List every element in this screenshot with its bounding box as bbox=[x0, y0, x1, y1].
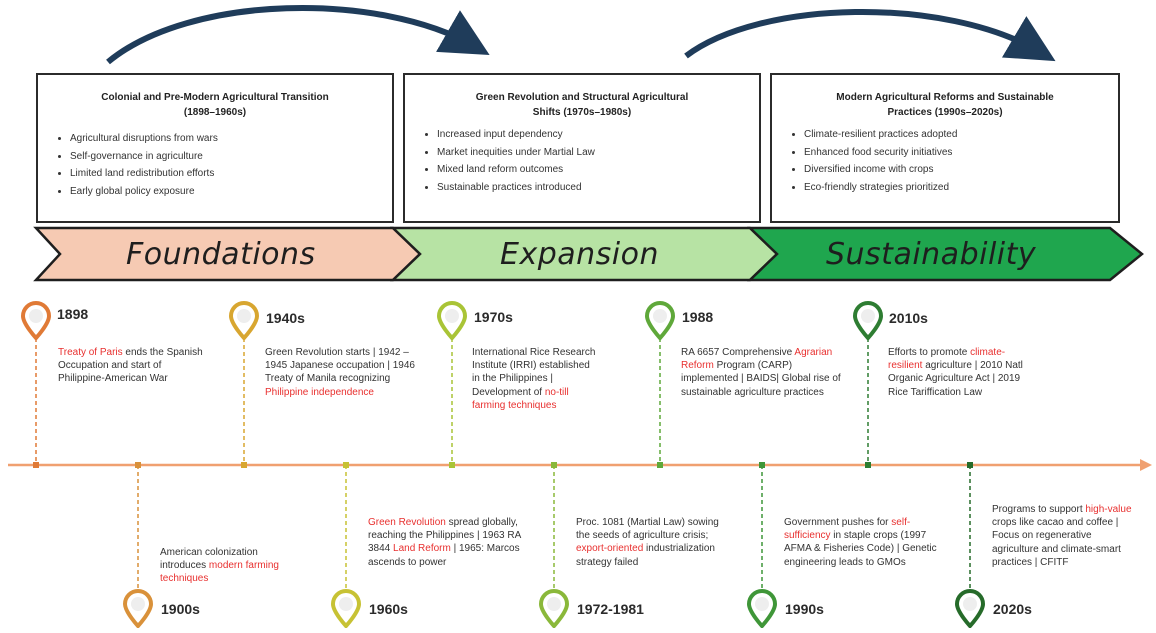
description-text: RA 6657 Comprehensive bbox=[681, 347, 795, 358]
bullet-item: Eco-friendly strategies prioritized bbox=[804, 179, 1118, 197]
timeline-dot bbox=[759, 462, 765, 468]
curved-arrow-1 bbox=[106, 5, 490, 65]
description-text: Green Revolution starts | 1942 – 1945 Ja… bbox=[265, 347, 415, 385]
phase-box-green-revolution: Green Revolution and Structural Agricult… bbox=[403, 73, 761, 223]
description-text: Government pushes for bbox=[784, 517, 892, 528]
milestone-year-1960s: 1960s bbox=[369, 601, 408, 617]
description-text: agriculture | 2010 Natl Organic Agricult… bbox=[888, 360, 1023, 398]
milestone-desc-1960s: Green Revolution spread globally, reachi… bbox=[368, 516, 533, 569]
milestone-desc-1898: Treaty of Paris ends the Spanish Occupat… bbox=[58, 346, 208, 386]
timeline-dot bbox=[449, 462, 455, 468]
milestone-desc-2010s: Efforts to promote climate-resilient agr… bbox=[888, 346, 1038, 399]
highlighted-term: Philippine independence bbox=[265, 386, 374, 398]
milestone-desc-1900s: American colonization introduces modern … bbox=[160, 546, 300, 586]
milestone-year-1898: 1898 bbox=[57, 306, 89, 322]
milestone-year-2020s: 2020s bbox=[993, 601, 1032, 617]
timeline-dot bbox=[343, 462, 349, 468]
highlighted-term: modern farming techniques bbox=[160, 560, 279, 585]
banner-label-foundations: Foundations bbox=[126, 237, 316, 272]
bullet-item: Sustainable practices introduced bbox=[437, 179, 759, 197]
milestone-desc-2020s: Programs to support high-value crops lik… bbox=[992, 503, 1132, 569]
description-text: crops like cacao and coffee | Focus on r… bbox=[992, 517, 1121, 568]
timeline-dot bbox=[657, 462, 663, 468]
phase-transition-arrows bbox=[106, 5, 1056, 65]
timeline-dot bbox=[135, 462, 141, 468]
bullet-item: Agricultural disruptions from wars bbox=[70, 130, 392, 148]
description-text: Program (CARP) implemented | BAIDS| Glob… bbox=[681, 360, 841, 398]
map-pin-icon bbox=[851, 300, 885, 345]
highlighted-term: self-sufficiency bbox=[784, 517, 911, 542]
highlighted-term: Land Reform bbox=[393, 543, 451, 555]
highlighted-term: Green Revolution bbox=[368, 517, 446, 528]
map-pin-icon bbox=[643, 300, 677, 345]
milestone-year-1988: 1988 bbox=[682, 309, 714, 325]
phase-box-colonial: Colonial and Pre-Modern Agricultural Tra… bbox=[36, 73, 394, 223]
map-pin-icon bbox=[19, 300, 53, 345]
description-text: International Rice Research Institute (I… bbox=[472, 347, 596, 398]
phase-box-bullets: Climate-resilient practices adopted Enha… bbox=[772, 126, 1118, 196]
curved-arrow-2 bbox=[684, 9, 1056, 62]
description-text: in staple crops (1997 AFMA & Fisheries C… bbox=[784, 530, 937, 568]
milestone-desc-1970s: International Rice Research Institute (I… bbox=[472, 346, 600, 412]
map-pin-icon bbox=[953, 588, 987, 633]
timeline-dot bbox=[33, 462, 39, 468]
description-text: Programs to support bbox=[992, 504, 1086, 515]
milestone-year-1900s: 1900s bbox=[161, 601, 200, 617]
description-text: Proc. 1081 (Martial Law) sowing the seed… bbox=[576, 517, 719, 542]
map-pin-icon bbox=[329, 588, 363, 633]
bullet-item: Diversified income with crops bbox=[804, 161, 1118, 179]
milestone-desc-1972-1981: Proc. 1081 (Martial Law) sowing the seed… bbox=[576, 516, 731, 569]
bullet-item: Enhanced food security initiatives bbox=[804, 144, 1118, 162]
bullet-item: Mixed land reform outcomes bbox=[437, 161, 759, 179]
phase-box-title: Colonial and Pre-Modern Agricultural Tra… bbox=[101, 92, 329, 118]
highlighted-term: Agrarian Reform bbox=[681, 347, 833, 372]
banner-label-expansion: Expansion bbox=[500, 237, 659, 272]
bullet-item: Early global policy exposure bbox=[70, 183, 392, 201]
milestone-desc-1988: RA 6657 Comprehensive Agrarian Reform Pr… bbox=[681, 346, 841, 399]
milestone-year-1940s: 1940s bbox=[266, 310, 305, 326]
map-pin-icon bbox=[745, 588, 779, 633]
description-text: Efforts to promote bbox=[888, 347, 971, 358]
banner-label-sustainability: Sustainability bbox=[826, 237, 1037, 272]
phase-box-title: Green Revolution and Structural Agricult… bbox=[475, 92, 689, 118]
milestone-desc-1990s: Government pushes for self-sufficiency i… bbox=[784, 516, 954, 569]
highlighted-term: high-value bbox=[1085, 504, 1132, 515]
map-pin-icon bbox=[537, 588, 571, 633]
phase-box-modern: Modern Agricultural Reforms and Sustaina… bbox=[770, 73, 1120, 223]
description-text: industrialization strategy failed bbox=[576, 543, 715, 568]
highlighted-term: climate-resilient bbox=[888, 347, 1006, 372]
bullet-item: Climate-resilient practices adopted bbox=[804, 126, 1118, 144]
map-pin-icon bbox=[435, 300, 469, 345]
chevron-sustainability bbox=[746, 226, 1144, 282]
timeline-arrowhead bbox=[1140, 459, 1152, 471]
bullet-item: Limited land redistribution efforts bbox=[70, 165, 392, 183]
bullet-item: Self-governance in agriculture bbox=[70, 148, 392, 166]
highlighted-term: no-till farming techniques bbox=[472, 386, 569, 411]
phase-box-bullets: Agricultural disruptions from wars Self-… bbox=[38, 130, 392, 200]
milestone-year-1970s: 1970s bbox=[474, 309, 513, 325]
bullet-item: Market inequities under Martial Law bbox=[437, 144, 759, 162]
timeline-dot bbox=[551, 462, 557, 468]
bullet-item: Increased input dependency bbox=[437, 126, 759, 144]
timeline-dot bbox=[967, 462, 973, 468]
milestone-year-2010s: 2010s bbox=[889, 310, 928, 326]
milestone-year-1990s: 1990s bbox=[785, 601, 824, 617]
map-pin-icon bbox=[227, 300, 261, 345]
map-pin-icon bbox=[121, 588, 155, 633]
highlighted-term: export-oriented bbox=[576, 543, 644, 555]
timeline-dot bbox=[241, 462, 247, 468]
timeline-dot bbox=[865, 462, 871, 468]
description-text: ends the Spanish Occupation and start of… bbox=[58, 347, 203, 385]
highlighted-term: Treaty of Paris bbox=[58, 347, 123, 358]
phase-box-bullets: Increased input dependency Market inequi… bbox=[405, 126, 759, 196]
description-text: spread globally, reaching the Philippine… bbox=[368, 517, 521, 555]
phase-box-title: Modern Agricultural Reforms and Sustaina… bbox=[836, 92, 1054, 118]
description-text: American colonization introduces bbox=[160, 547, 258, 572]
description-text: | 1965: Marcos ascends to power bbox=[368, 543, 520, 568]
phase-chevron-banner bbox=[33, 226, 1144, 282]
milestone-desc-1940s: Green Revolution starts | 1942 – 1945 Ja… bbox=[265, 346, 425, 399]
milestone-year-1972-1981: 1972-1981 bbox=[577, 601, 644, 617]
